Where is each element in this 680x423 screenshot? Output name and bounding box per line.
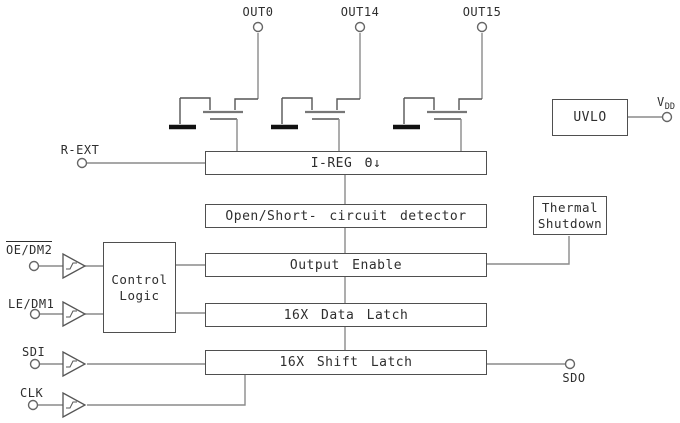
schmitt-buffer-icon (62, 350, 87, 378)
thermal-shutdown-block: Thermal Shutdown (533, 196, 607, 235)
schmitt-buffer-icon (62, 391, 87, 419)
data-latch-block: 16X Data Latch (205, 303, 487, 327)
i-reg-block: I-REG Θ↓ (205, 151, 487, 175)
out0-pin-label: OUT0 (242, 5, 274, 19)
out15-pin (476, 21, 488, 33)
data-latch-label: 16X Data Latch (283, 307, 409, 323)
mosfet-icon (169, 97, 258, 152)
mosfet-icon (393, 97, 482, 152)
shift-latch-block: 16X Shift Latch (205, 350, 487, 375)
rext-pin-label: R-EXT (60, 143, 100, 157)
out0-pin (252, 21, 264, 33)
out14-pin-label: OUT14 (340, 5, 380, 19)
uvlo-label: UVLO (573, 110, 607, 125)
i-reg-label: I-REG Θ↓ (310, 155, 382, 171)
schmitt-buffer-icon (62, 252, 87, 280)
control-logic-block: Control Logic (103, 242, 176, 333)
schmitt-buffer-icon (62, 300, 87, 328)
out14-pin (354, 21, 366, 33)
thermal-shutdown-line2: Shutdown (537, 215, 603, 231)
rext-pin (76, 157, 88, 169)
oe-dm2-text: OE/DM2 (6, 241, 53, 257)
out15-pin-label: OUT15 (462, 5, 502, 19)
output-enable-label: Output Enable (289, 257, 403, 273)
shift-latch-label: 16X Shift Latch (279, 355, 413, 370)
clk-pin (27, 399, 39, 411)
oe-dm2-pin (28, 260, 40, 272)
le-dm1-pin-label: LE/DM1 (8, 297, 55, 311)
sdo-pin (564, 358, 576, 370)
open-short-detector-block: Open/Short- circuit detector (205, 204, 487, 228)
sdi-pin-label: SDI (22, 345, 46, 359)
clk-pin-label: CLK (20, 386, 44, 400)
thermal-shutdown-line1: Thermal (541, 199, 599, 215)
pin-terminals (27, 21, 673, 411)
uvlo-block: UVLO (552, 99, 628, 136)
vdd-subscript: DD (664, 102, 675, 112)
vdd-base: V (657, 95, 665, 109)
vdd-pin (661, 111, 673, 123)
control-logic-line1: Control (111, 271, 168, 287)
output-enable-block: Output Enable (205, 253, 487, 277)
open-short-detector-label: Open/Short- circuit detector (225, 208, 467, 224)
vdd-pin-label: VDD (657, 95, 675, 112)
sdi-pin (29, 358, 41, 370)
wires (38, 33, 662, 406)
sdo-pin-label: SDO (562, 371, 586, 385)
oe-dm2-pin-label: OE/DM2 (6, 241, 53, 257)
mosfet-icon (271, 97, 360, 152)
control-logic-line2: Logic (119, 287, 160, 303)
le-dm1-pin (29, 308, 41, 320)
